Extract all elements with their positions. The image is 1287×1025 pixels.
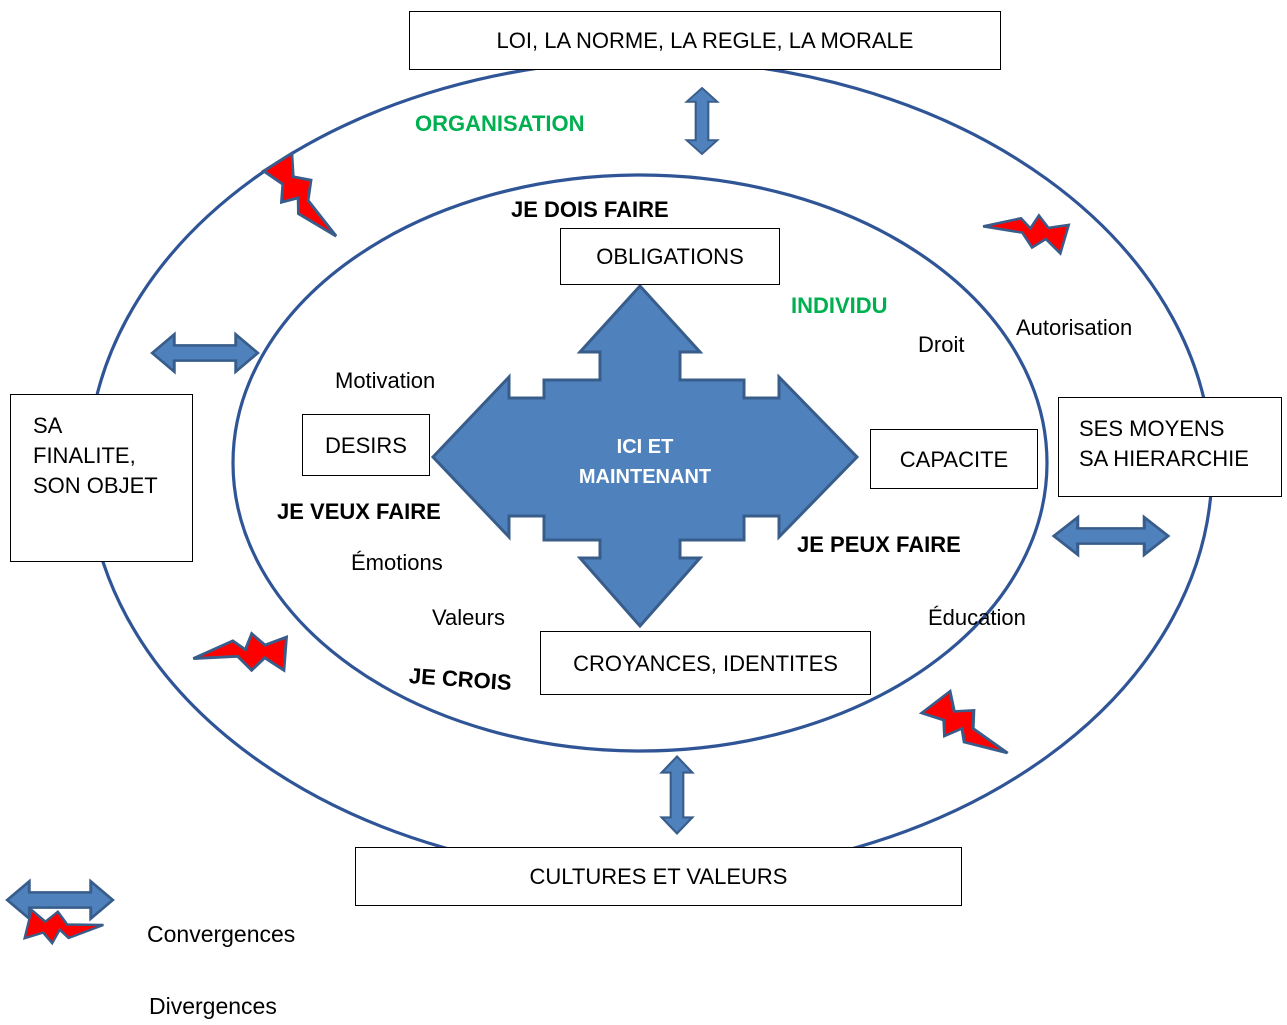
bottom-box-cultures: CULTURES ET VALEURS	[355, 847, 962, 906]
capacite-text: CAPACITE	[899, 446, 1009, 472]
croyances-box: CROYANCES, IDENTITES	[540, 631, 871, 695]
convergence-arrow-bottom	[660, 755, 694, 835]
individu-label: INDIVIDU	[791, 293, 888, 318]
convergence-arrow-top	[685, 86, 719, 156]
center-line: MAINTENANT	[578, 466, 712, 488]
top-box-loi-norme: LOI, LA NORME, LA REGLE, LA MORALE	[409, 11, 1001, 70]
convergence-arrow-left	[150, 332, 260, 374]
left-box-line: SA	[33, 413, 63, 438]
je-dois-faire-label: JE DOIS FAIRE	[511, 197, 669, 222]
divergence-bolt-top-left	[260, 147, 338, 247]
right-box-line: SES MOYENS	[1079, 416, 1225, 441]
je-veux-faire-label: JE VEUX FAIRE	[277, 499, 441, 524]
convergence-arrow-right	[1052, 515, 1170, 557]
bottom-box-text: CULTURES ET VALEURS	[529, 864, 788, 889]
left-box-line: FINALITE,	[33, 443, 136, 468]
emotions-label: Émotions	[351, 550, 443, 575]
inner-ring	[231, 173, 1049, 753]
autorisation-label: Autorisation	[1016, 315, 1133, 340]
droit-label: Droit	[918, 332, 965, 357]
education-label: Éducation	[928, 605, 1026, 630]
center-line: ICI ET	[616, 436, 674, 458]
capacite-box: CAPACITE	[870, 429, 1038, 489]
organisation-label: ORGANISATION	[415, 111, 585, 136]
obligations-box: OBLIGATIONS	[560, 228, 780, 285]
central-four-way-arrow	[430, 283, 860, 629]
divergence-bolt-bottom-left	[191, 601, 300, 701]
obligations-text: OBLIGATIONS	[596, 244, 744, 269]
right-box-moyens: SES MOYENS SA HIERARCHIE	[1058, 397, 1282, 497]
top-box-text: LOI, LA NORME, LA REGLE, LA MORALE	[496, 28, 914, 53]
legend-divergences-label: Divergences	[149, 993, 277, 1019]
left-box-finalite: SA FINALITE, SON OBJET	[10, 394, 193, 562]
right-box-line: SA HIERARCHIE	[1079, 446, 1249, 471]
center-label: ICI ET MAINTENANT	[540, 432, 750, 492]
divergence-bolt-bottom-right	[916, 678, 1010, 777]
croyances-text: CROYANCES, IDENTITES	[573, 650, 838, 676]
desirs-text: DESIRS	[325, 432, 407, 458]
valeurs-label: Valeurs	[432, 605, 505, 630]
legend-convergences-label: Convergences	[147, 921, 296, 947]
je-peux-faire-label: JE PEUX FAIRE	[797, 532, 961, 557]
divergence-bolt-top-right	[981, 182, 1080, 277]
desirs-box: DESIRS	[302, 414, 430, 476]
left-box-line: SON OBJET	[33, 473, 158, 498]
motivation-label: Motivation	[335, 368, 436, 393]
